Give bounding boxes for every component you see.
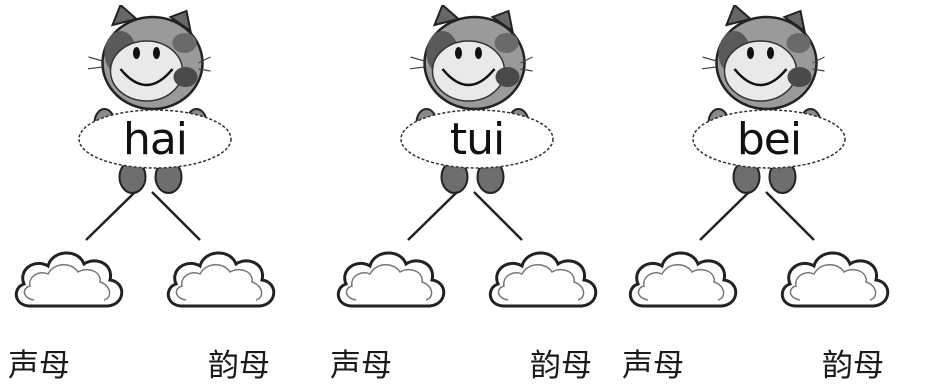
initial-label: 声母 [622, 348, 684, 384]
cloud-answer-box-right [166, 251, 276, 308]
syllable-group-tui: tui 声母 韵母 [322, 0, 632, 384]
cloud-answer-box-left [628, 251, 738, 308]
connector-line-left [407, 191, 458, 241]
group-art [628, 5, 890, 308]
connector-line-left [85, 191, 136, 241]
connector-line-left [699, 191, 750, 241]
group-art [336, 5, 598, 308]
cloud-answer-box-right [780, 251, 890, 308]
final-label: 韵母 [530, 348, 592, 384]
initial-label: 声母 [8, 348, 70, 384]
initial-label: 声母 [330, 348, 392, 384]
syllable-text: hai [122, 113, 188, 165]
syllable-badge [692, 109, 846, 169]
cloud-answer-box-left [14, 251, 124, 308]
cloud-answer-box-right [488, 251, 598, 308]
syllable-group-bei: bei 声母 韵母 [614, 0, 924, 384]
syllable-text: bei [736, 113, 802, 165]
connector-line-right [473, 191, 523, 241]
syllable-badge [78, 109, 232, 169]
final-label: 韵母 [208, 348, 270, 384]
cloud-answer-box-left [336, 251, 446, 308]
syllable-group-hai: hai 声母 韵母 [0, 0, 310, 384]
connector-line-right [151, 191, 201, 241]
connector-line-right [765, 191, 815, 241]
syllable-text: tui [449, 113, 505, 165]
group-art [14, 5, 276, 308]
syllable-badge [400, 109, 554, 169]
final-label: 韵母 [822, 348, 884, 384]
